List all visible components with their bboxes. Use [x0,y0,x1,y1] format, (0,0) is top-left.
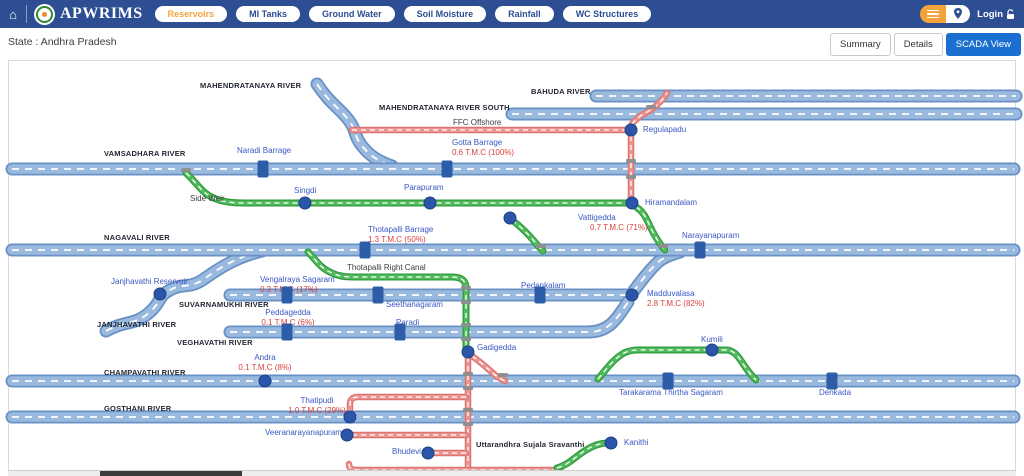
node-singdi[interactable] [298,196,312,210]
node-hiramandalam[interactable] [625,196,639,210]
barrage-tarakarama-thirtha-sagaram[interactable] [662,372,674,390]
canal-crossing-markers [181,105,668,426]
apwrims-logo-icon [34,3,55,25]
nav-divider [26,5,27,23]
nav-pill-group: Reservoirs MI Tanks Ground Water Soil Moist… [154,6,652,22]
barrage-peddagedda[interactable] [281,323,293,341]
nav-wc-structures[interactable]: WC Structures [562,6,652,22]
menu-location-toggle[interactable] [920,5,971,23]
horizontal-scrollbar[interactable] [8,470,1016,476]
location-pin-icon[interactable] [946,5,971,23]
nav-mi-tanks[interactable]: MI Tanks [236,6,300,22]
barrage-thotapalli[interactable] [359,241,371,259]
barrage-vengalraya-sagaram[interactable] [281,286,293,304]
node-janjhavathi-reservoir[interactable] [153,287,167,301]
nav-ground-water[interactable]: Ground Water [308,6,395,22]
scada-view-button[interactable]: SCADA View [945,33,1021,56]
node-kanithi[interactable] [604,436,618,450]
summary-button[interactable]: Summary [830,33,891,56]
node-parapuram[interactable] [423,196,437,210]
node-andra[interactable] [258,374,272,388]
login-label: Login [977,8,1003,20]
barrage-paradi[interactable] [394,323,406,341]
barrage-gotta[interactable] [441,160,453,178]
node-bhudevi[interactable] [421,446,435,460]
details-button[interactable]: Details [893,33,943,56]
barrage-naradi[interactable] [257,160,269,178]
node-kumili[interactable] [705,343,719,357]
river-ribbons [12,84,1016,417]
node-gadigedda[interactable] [461,345,475,359]
unlock-icon [1007,8,1014,19]
nav-right: Login [920,5,1024,23]
nav-reservoirs[interactable]: Reservoirs [154,6,228,22]
horizontal-scrollbar-thumb[interactable] [100,471,242,476]
barrage-seethanagaram[interactable] [372,286,384,304]
barrage-pedankalam[interactable] [534,286,546,304]
state-label: State : Andhra Pradesh [8,36,117,48]
node-regulapadu[interactable] [624,123,638,137]
barrage-denkada[interactable] [826,372,838,390]
nav-rainfall[interactable]: Rainfall [495,6,554,22]
home-icon[interactable]: ⌂ [9,6,17,22]
node-vattigedda[interactable] [503,211,517,225]
nav-soil-moisture[interactable]: Soil Moisture [403,6,487,22]
node-veeranarayanapuram[interactable] [340,428,354,442]
login-button[interactable]: Login [977,9,1016,20]
node-thatipudi[interactable] [343,410,357,424]
node-madduvalasa[interactable] [625,288,639,302]
hamburger-icon[interactable] [920,5,947,23]
top-navbar: ⌂ APWRIMS Reservoirs MI Tanks Ground Water… [0,0,1024,28]
barrage-narayanapuram[interactable] [694,241,706,259]
brand-title: APWRIMS [60,5,143,22]
